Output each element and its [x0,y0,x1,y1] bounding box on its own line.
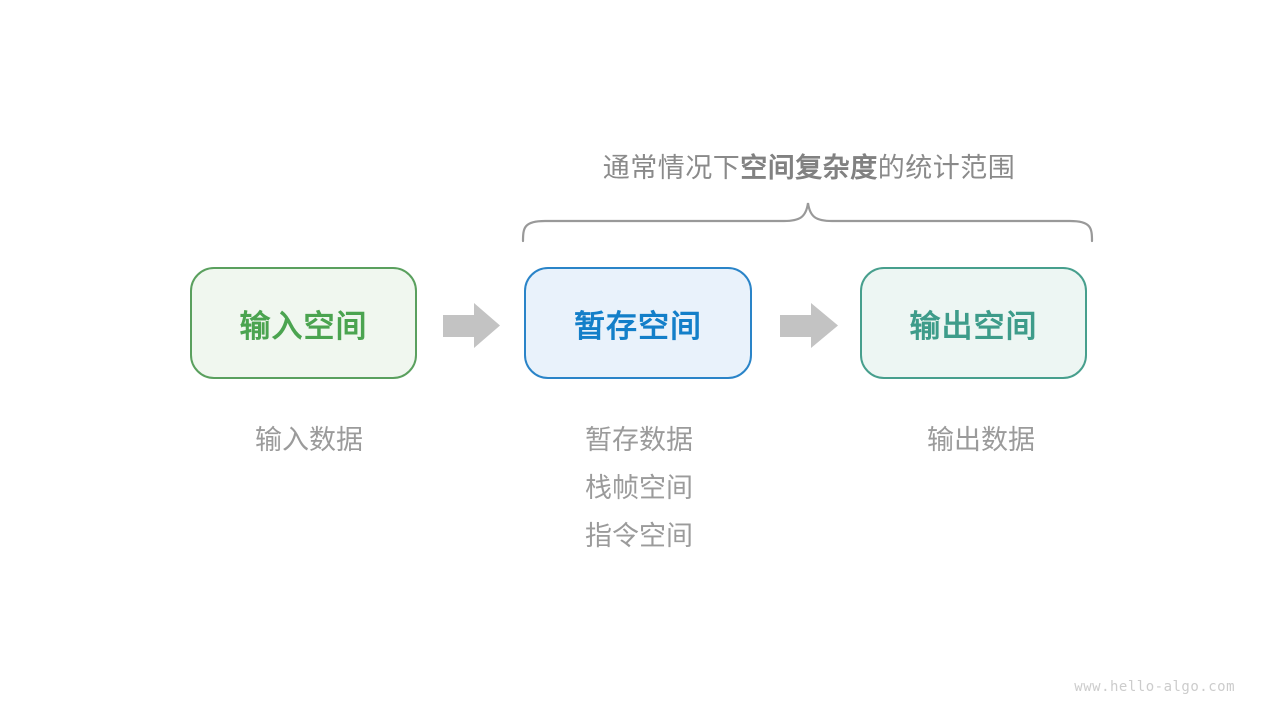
note-line: 暂存数据 [585,425,693,455]
note-line: 输出数据 [927,425,1035,455]
note-line: 栈帧空间 [585,473,693,503]
note-input-data: 输入数据 [255,416,363,464]
diagram-title: 通常情况下空间复杂度的统计范围 [603,146,1016,185]
title-prefix: 通常情况下 [602,153,741,183]
note-line: 输入数据 [255,425,363,455]
box-output-space-label: 输出空间 [909,308,1038,344]
box-input-space-label: 输入空间 [239,308,368,344]
arrow-right-icon [780,303,838,348]
box-output-space: 输出空间 [860,267,1087,379]
box-input-space: 输入空间 [190,267,417,379]
watermark: www.hello-algo.com [1074,679,1235,695]
title-suffix: 的统计范围 [877,153,1016,183]
note-line: 指令空间 [585,521,693,551]
note-output-data: 输出数据 [927,416,1035,464]
title-bold-term: 空间复杂度 [740,153,878,183]
arrow-right-icon [443,303,500,348]
box-temp-space: 暂存空间 [524,267,752,379]
note-temp-data: 暂存数据 栈帧空间 指令空间 [585,416,693,560]
curly-brace [521,202,1094,243]
box-temp-space-label: 暂存空间 [574,308,702,344]
